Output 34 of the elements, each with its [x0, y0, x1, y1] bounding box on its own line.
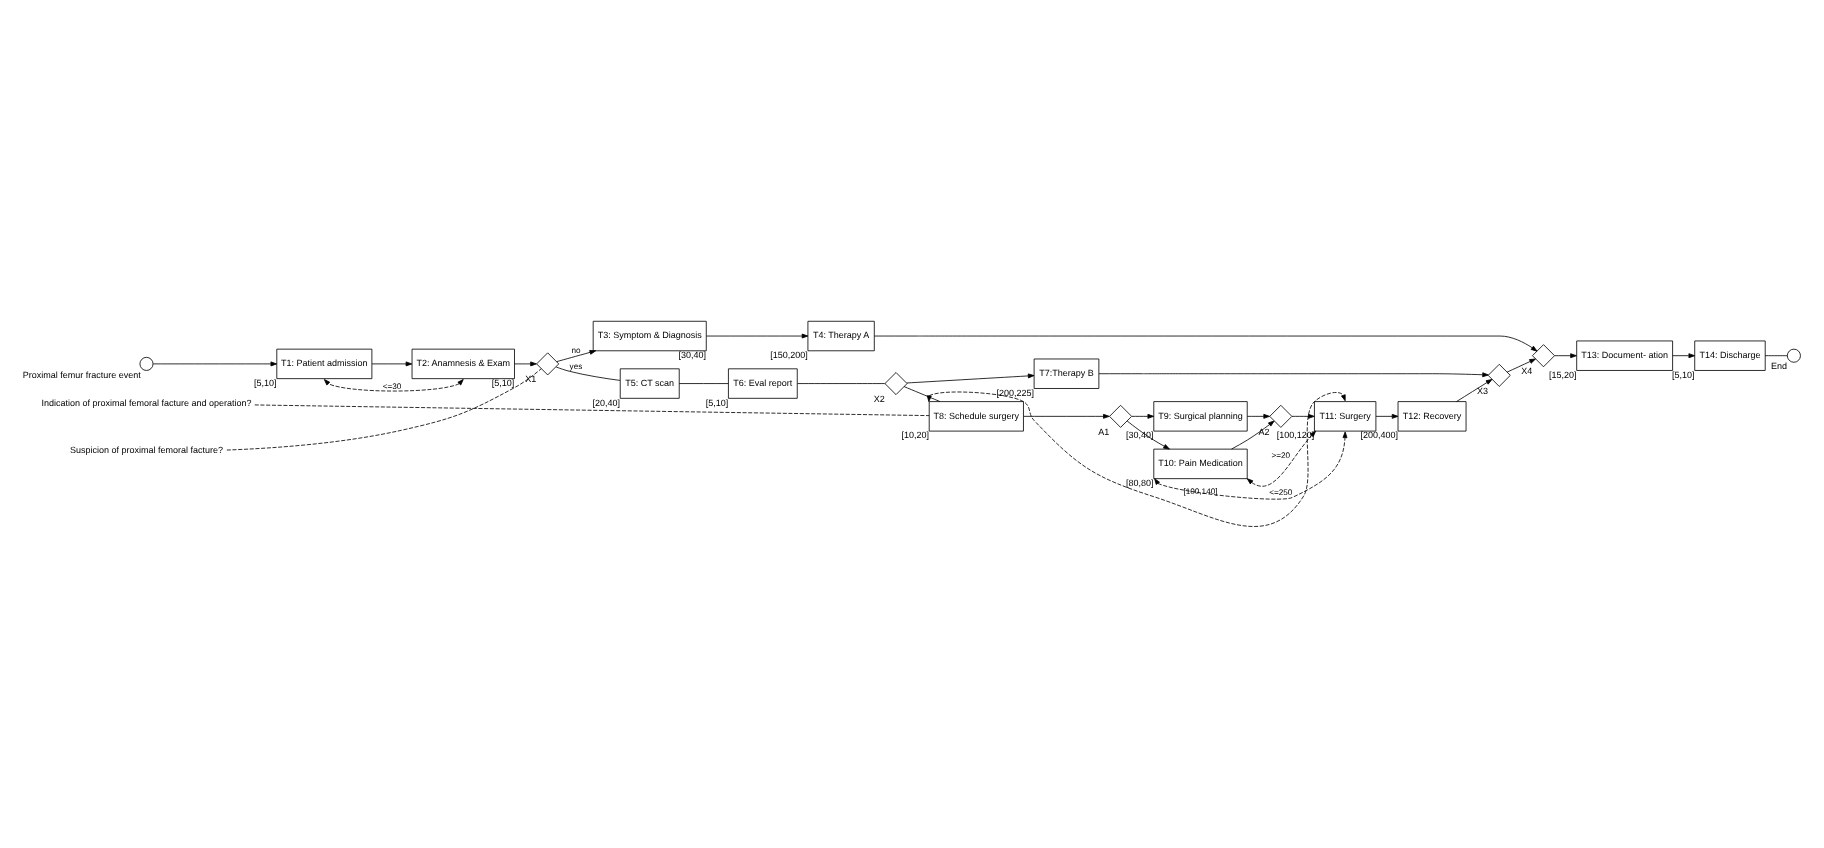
arrow — [1456, 379, 1493, 402]
connector — [797, 383, 886, 384]
arrow — [706, 333, 809, 339]
arrow — [1231, 420, 1275, 450]
arrow — [1154, 431, 1348, 500]
node-circle — [1786, 348, 1801, 363]
arrow — [1246, 430, 1317, 487]
arrow — [556, 349, 597, 363]
connector — [226, 368, 542, 451]
arrow — [152, 361, 278, 367]
arrow — [1291, 413, 1315, 419]
node-diamond — [884, 372, 908, 396]
arrow — [323, 379, 464, 392]
arrow — [1131, 413, 1155, 419]
arrow — [874, 335, 1538, 352]
connector — [1764, 355, 1788, 357]
connector — [678, 383, 729, 384]
arrow — [371, 361, 413, 367]
connector — [555, 366, 621, 381]
node-diamond — [1109, 404, 1133, 428]
node-diamond — [536, 352, 560, 376]
node-circle — [139, 356, 154, 371]
arrow — [1246, 413, 1270, 419]
connector — [903, 386, 941, 402]
arrow — [1672, 353, 1696, 359]
arrow — [1506, 358, 1536, 373]
connector — [254, 404, 930, 417]
arrow — [906, 373, 1035, 384]
arrow — [1375, 413, 1399, 419]
arrow — [514, 361, 537, 367]
arrow — [1023, 413, 1110, 419]
arrow — [1554, 353, 1577, 359]
arrow — [1098, 372, 1489, 378]
arrow — [926, 391, 1346, 527]
